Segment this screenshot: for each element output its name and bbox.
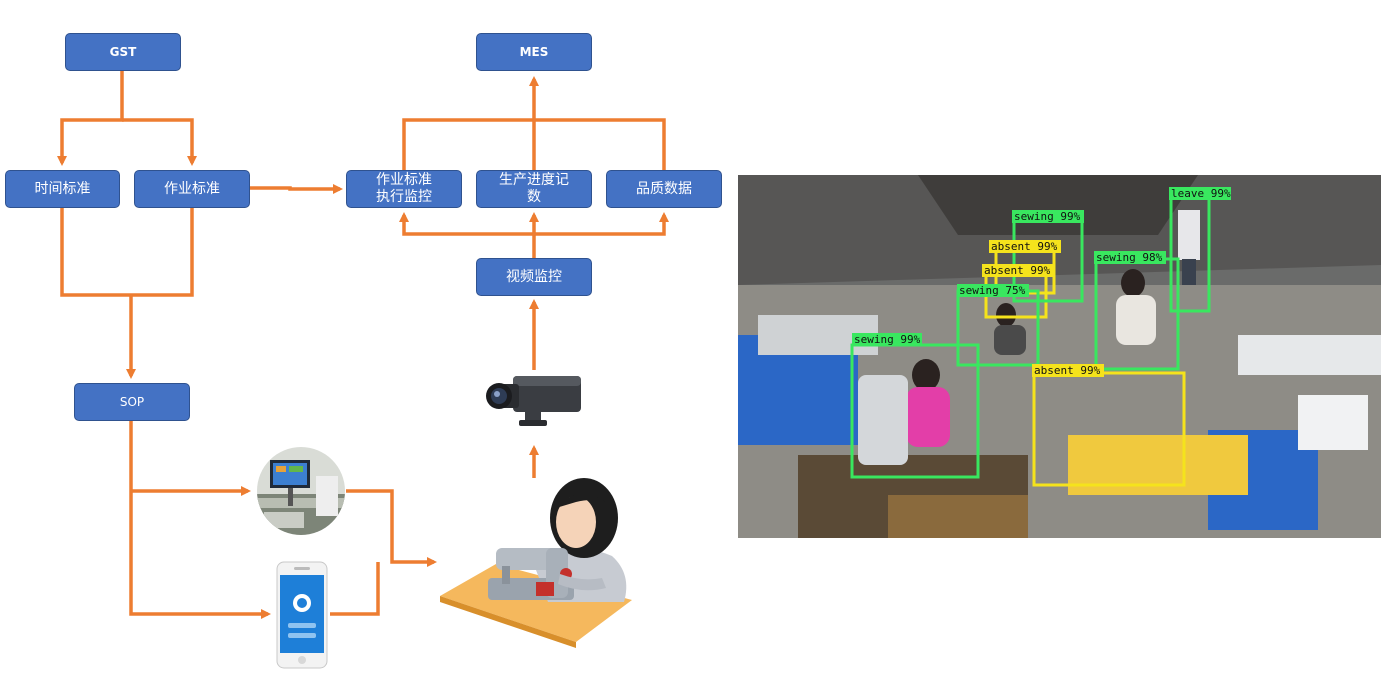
node-standard-execution-monitor: 作业标准 执行监控	[346, 170, 462, 208]
node-work-standard: 作业标准	[134, 170, 250, 208]
node-video-monitor: 视频监控	[476, 258, 592, 296]
detection-box	[1032, 371, 1186, 487]
node-production-progress: 生产进度记 数	[476, 170, 592, 208]
arrow-video-to-quality	[534, 212, 669, 236]
smartphone-app-icon	[276, 561, 328, 669]
detection-label: absent 99%	[991, 240, 1058, 253]
detection-label: sewing 99%	[1014, 210, 1081, 223]
tablet-terminal-photo	[257, 447, 345, 535]
sewing-operator-illustration	[440, 478, 632, 648]
detection-label: sewing 75%	[959, 284, 1026, 297]
node-gst: GST	[65, 33, 181, 71]
arrow-work-standard-to-exec	[250, 184, 343, 194]
arrow-gst-to-work-standard	[122, 118, 197, 166]
node-sop: SOP	[74, 383, 190, 421]
detection-label: leave 99%	[1171, 187, 1231, 200]
detection-label: sewing 98%	[1096, 251, 1163, 264]
detection-label: absent 99%	[1034, 364, 1101, 377]
detection-label: sewing 99%	[854, 333, 921, 346]
factory-scene	[738, 175, 1381, 538]
node-mes: MES	[476, 33, 592, 71]
node-time-standard: 时间标准	[5, 170, 120, 208]
detection-overlay: sewing 99% leave 99% absent 99% absent 9…	[850, 187, 1231, 487]
arrow-gst-to-time-standard	[57, 71, 124, 166]
arrow-video-to-exec	[399, 212, 536, 258]
arrow-tablet-to-operator	[346, 489, 437, 567]
cctv-camera-icon	[486, 376, 581, 426]
connector-standards-merge	[60, 208, 194, 297]
arrow-sop-to-phone	[129, 421, 271, 619]
detection-box	[1094, 257, 1180, 371]
node-quality-data: 品质数据	[606, 170, 722, 208]
flow-connectors	[57, 71, 669, 619]
connector-phone-to-operator	[330, 562, 380, 616]
detection-label: absent 99%	[984, 264, 1051, 277]
factory-camera-frame: sewing 99% leave 99% absent 99% absent 9…	[738, 175, 1381, 538]
